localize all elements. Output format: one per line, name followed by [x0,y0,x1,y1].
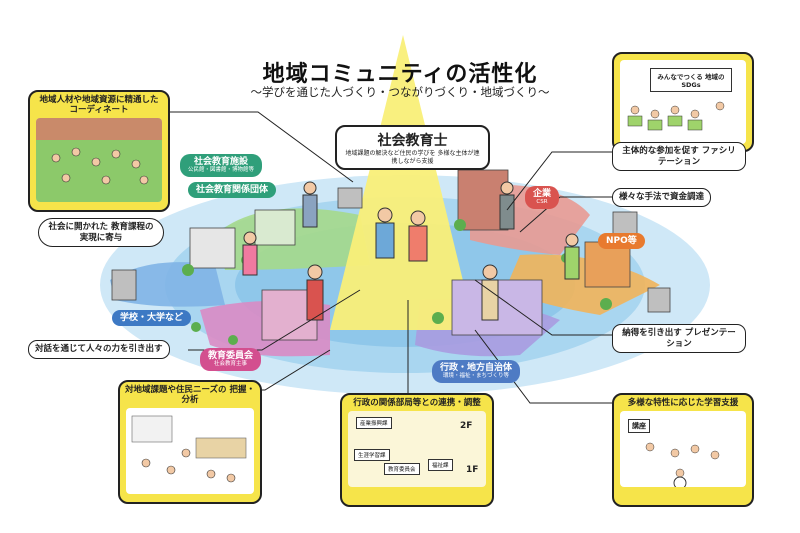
social-educator-desc: 地域課題の解決など住民の学びを 多様な主体が連携しながら支援 [345,150,480,165]
people [242,181,580,321]
callout-open-curriculum: 社会に開かれた 教育課程の実現に寄与 [38,218,164,248]
panel-analysis-caption: 対地域課題や住民ニーズの 把握・分析 [124,385,256,406]
learning-scene-art [645,442,720,488]
light-beam [330,35,475,330]
zone-board-sub: 社会教育主事 [214,361,248,368]
social-educator-title: 社会教育士 [377,133,448,149]
coordinate-scene-art [36,118,162,203]
callout-presentation: 納得を引き出す プレゼンテーション [612,324,746,354]
room-label-3: 教育委員会 [384,463,420,476]
panel-analysis-scene [126,408,254,495]
zone-label-group: 社会教育関係団体 [188,182,277,199]
zone-gov-sub: 環境・福祉・まちづくり等 [443,373,510,380]
zone-company-sub: CSR [536,199,548,206]
panel-coordination: 行政の関係部局等との連携・調整 産業振興課 生涯学習課 教育委員会 福祉課 2F… [340,393,494,507]
page-title: 地域コミュニティの活性化 [262,62,538,87]
social-educator-box: 社会教育士 地域課題の解決など住民の学びを 多様な主体が連携しながら支援 [335,125,490,170]
floor-label-2f: 2F [460,421,473,432]
panel-facilitation-scene: みんなでつくる 地域のSDGs [620,60,746,144]
zone-facility-label: 社会教育施設 [194,157,249,167]
facilitation-scene-art [627,101,725,131]
floor-label-1f: 1F [466,465,479,476]
zone-label-facility: 社会教育施設 公民館・図書館・博物館等 [180,154,263,177]
panel-coordination-caption: 行政の関係部局等との連携・調整 [353,398,481,408]
panel-facilitation: みんなでつくる 地域のSDGs [612,52,754,152]
page-subtitle: 〜学びを通じた人づくり・つながりづくり・地域づくり〜 [250,85,550,99]
room-label-2: 生涯学習課 [354,449,390,462]
zone-label-school: 学校・大学など [112,310,192,327]
panel-coordinate-caption: 地域人材や地域資源に精通した コーディネート [39,95,159,116]
room-label-1: 産業振興課 [356,417,392,430]
panel-analysis: 対地域課題や住民ニーズの 把握・分析 [118,380,262,504]
zone-blue [110,262,225,307]
sdgs-board: みんなでつくる 地域のSDGs [650,68,732,92]
zone-company-label: 企業 [533,189,552,199]
zone-label-company: 企業 CSR [525,186,560,209]
panel-coordinate-scene [36,118,162,203]
callout-dialogue: 対話を通じて人々の力を引き出す [28,340,170,359]
panel-coordinate: 地域人材や地域資源に精通した コーディネート [28,90,170,212]
zone-group-label: 社会教育関係団体 [196,185,269,195]
panel-learning-support: 多様な特性に応じた学習支援 講座 [612,393,754,507]
zone-label-board: 教育委員会 社会教育主事 [200,348,262,371]
zone-npo-label: NPO等 [606,236,637,246]
zone-label-gov: 行政・地方自治体 環境・福祉・まちづくり等 [432,360,521,383]
callout-funding: 様々な手法で資金調達 [612,188,712,207]
lecture-sign: 講座 [628,419,650,434]
panel-coordination-scene: 産業振興課 生涯学習課 教育委員会 福祉課 2F 1F [348,411,486,488]
analysis-scene-art [131,416,247,483]
zone-facility-sub: 公民館・図書館・博物館等 [188,167,255,174]
zone-board-label: 教育委員会 [208,351,254,361]
room-label-4: 福祉課 [428,459,453,472]
panel-learning-support-scene: 講座 [620,411,746,488]
callout-facilitation: 主体的な参加を促す ファシリテーション [612,142,746,172]
panel-learning-support-caption: 多様な特性に応じた学習支援 [627,398,739,408]
connector-lines [166,111,612,404]
zone-school-label: 学校・大学など [120,313,184,323]
zone-gov-label: 行政・地方自治体 [440,363,513,373]
zone-label-npo: NPO等 [598,233,645,250]
